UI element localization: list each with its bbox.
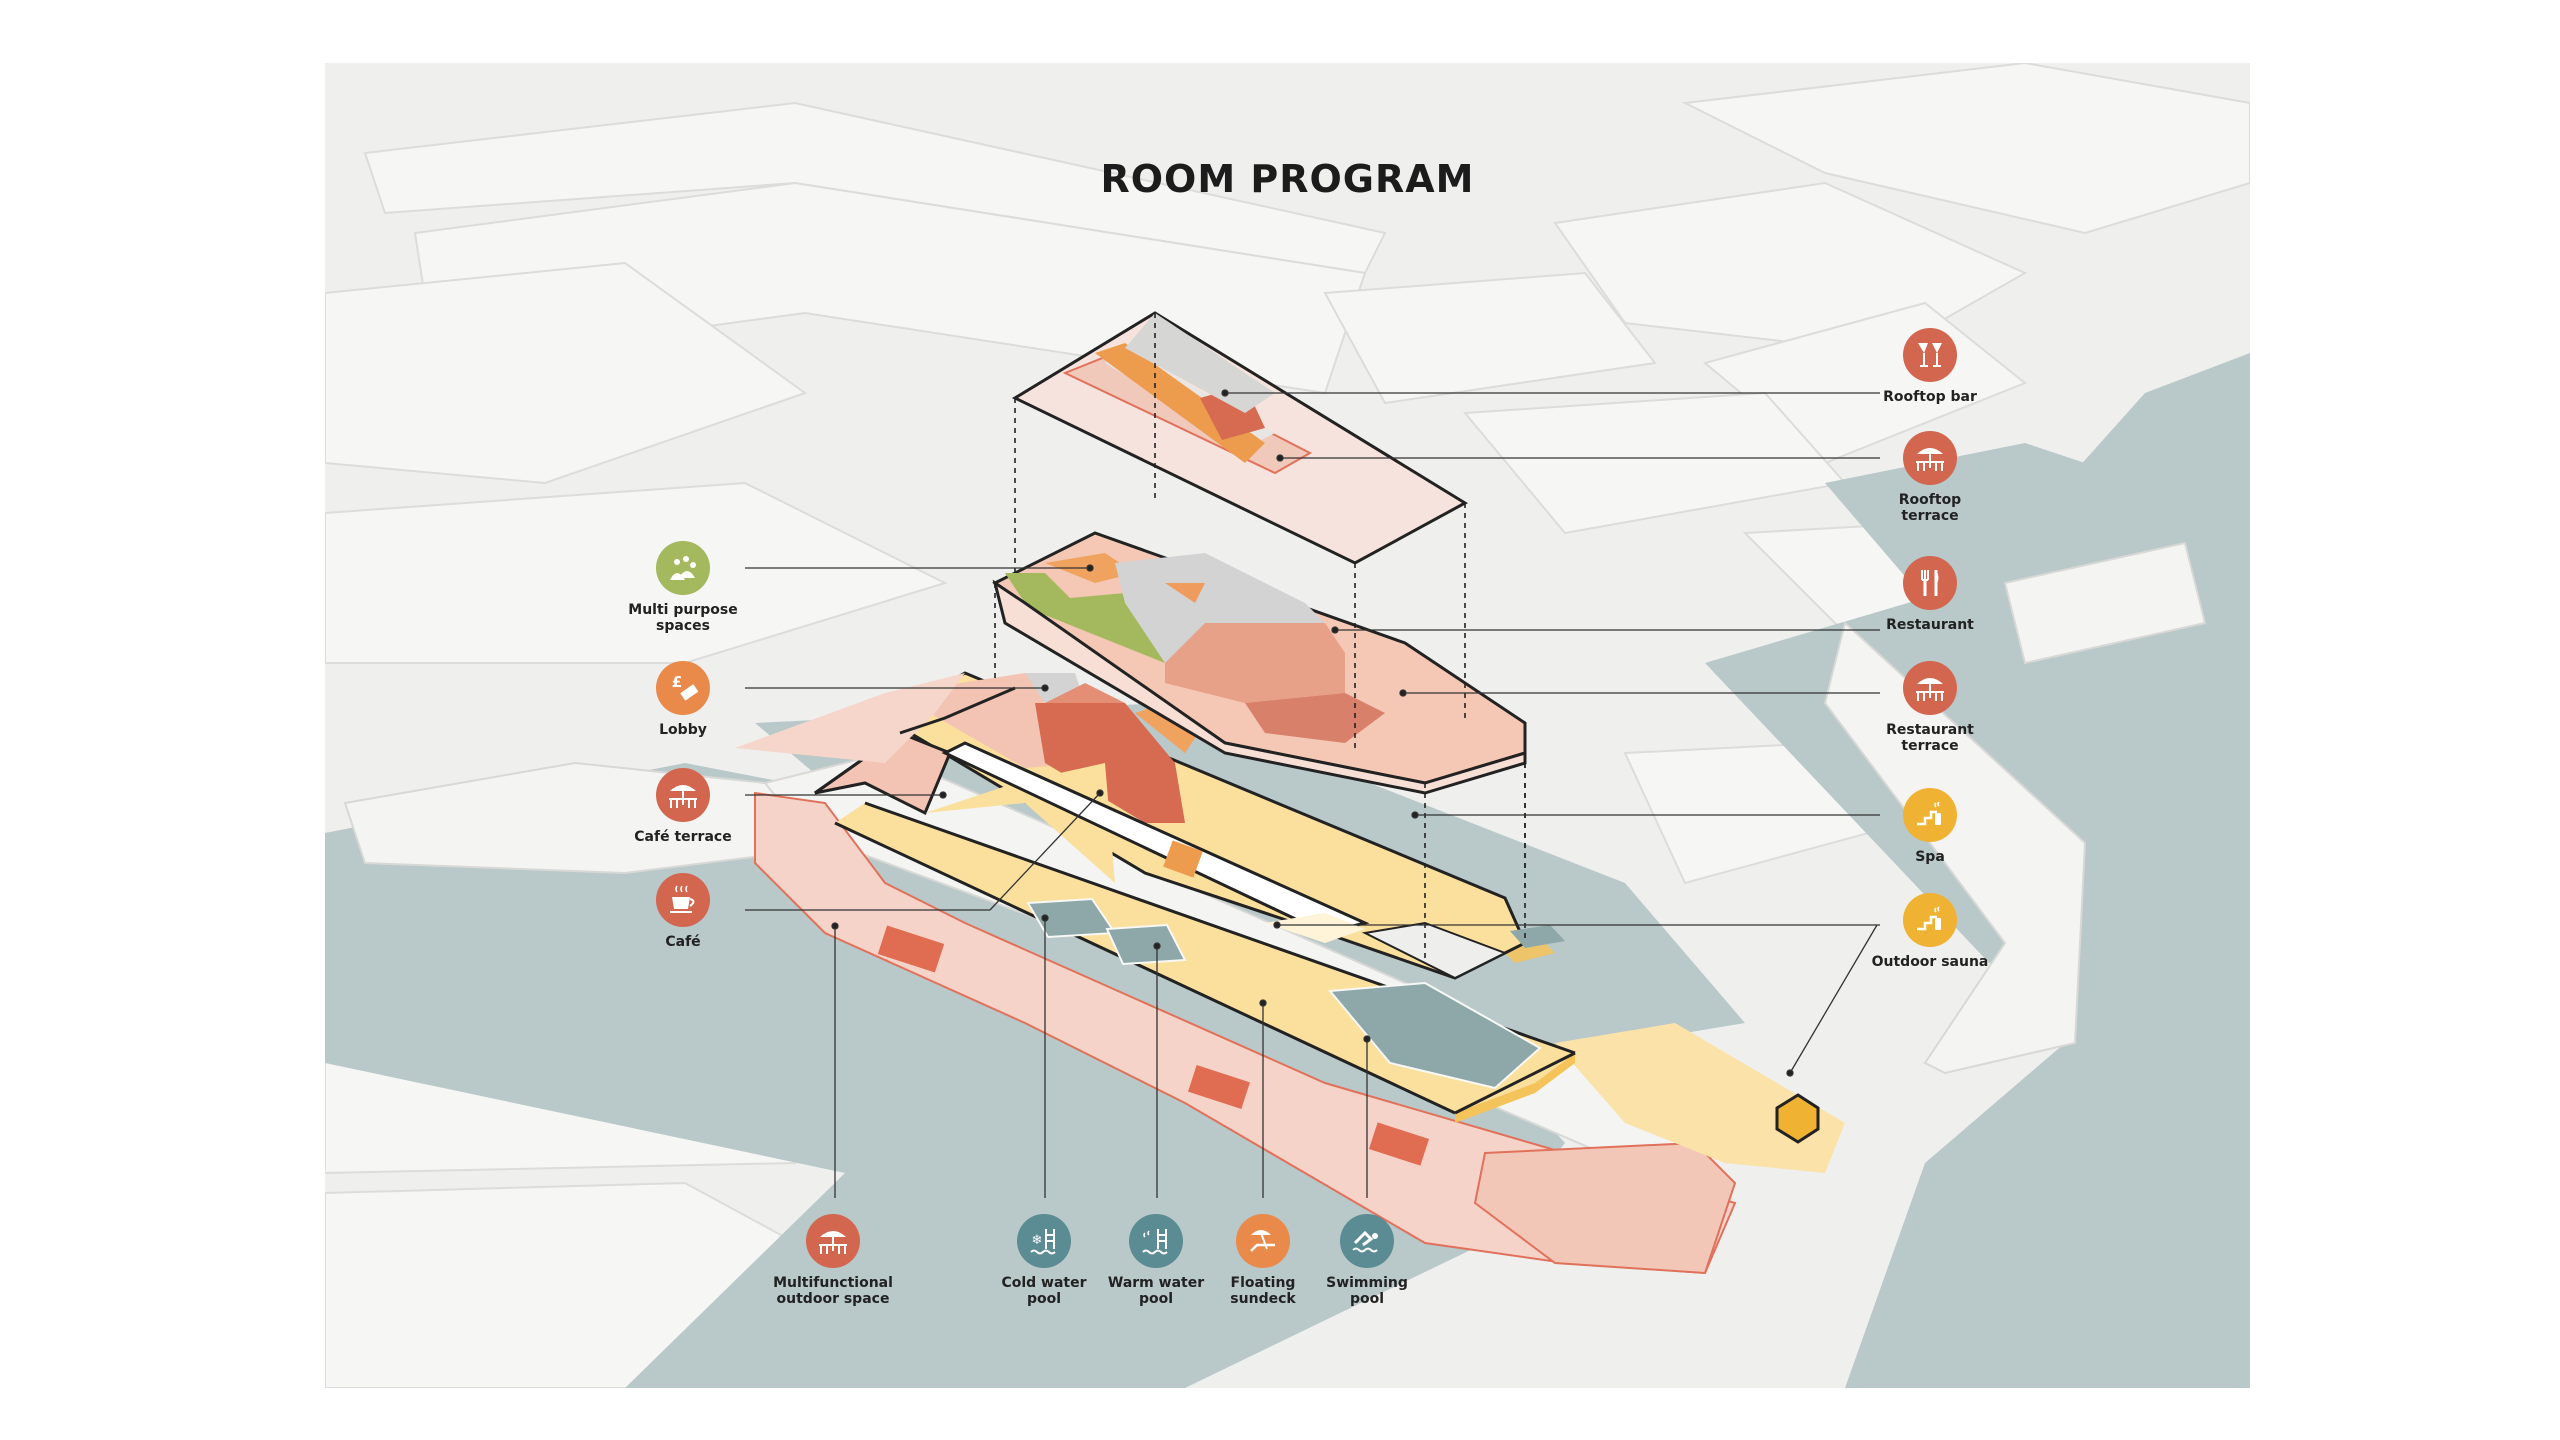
- label-cafe: Café: [563, 934, 803, 950]
- label-line: sundeck: [1230, 1291, 1296, 1307]
- page-title: ROOM PROGRAM: [1100, 157, 1475, 201]
- label-line: Rooftop: [1898, 492, 1962, 508]
- warm-pool-icon: [1129, 1214, 1183, 1268]
- label-line: Swimming: [1326, 1275, 1408, 1291]
- terrace-umbrella-icon: [1903, 661, 1957, 715]
- sauna-icon: [1903, 893, 1957, 947]
- label-line: Multi purpose: [628, 602, 738, 618]
- svg-text:❄: ❄: [1032, 1233, 1043, 1248]
- fork-knife-icon: [1903, 556, 1957, 610]
- people-group-icon: [656, 541, 710, 595]
- swimmer-icon: [1340, 1214, 1394, 1268]
- label-line: Café terrace: [634, 829, 732, 845]
- label-line: Café: [665, 934, 701, 950]
- label-restaurant: Restaurant: [1810, 617, 2050, 633]
- cold-pool-icon: ❄: [1017, 1214, 1071, 1268]
- spa-icon: [1903, 788, 1957, 842]
- sauna-pier: [1555, 1023, 1845, 1173]
- terrace-umbrella-icon: [806, 1214, 860, 1268]
- restaurant-level: [992, 531, 1527, 795]
- label-line: Restaurant: [1886, 722, 1974, 738]
- label-line: Cold water: [1001, 1275, 1087, 1291]
- coffee-cup-icon: [656, 873, 710, 927]
- label-line: spaces: [656, 618, 710, 634]
- axonometric-diagram: £❄: [325, 63, 2250, 1388]
- wine-glasses-icon: [1903, 328, 1957, 382]
- label-cafe-terrace: Café terrace: [563, 829, 803, 845]
- label-line: Multifunctional: [773, 1275, 893, 1291]
- label-line: Lobby: [659, 722, 707, 738]
- label-line: Restaurant: [1886, 617, 1974, 633]
- label-spa: Spa: [1810, 849, 2050, 865]
- svg-text:£: £: [672, 673, 682, 691]
- label-line: Rooftop bar: [1883, 389, 1977, 405]
- terrace-umbrella-icon: [1903, 431, 1957, 485]
- label-line: terrace: [1901, 738, 1959, 754]
- label-outdoor-sauna: Outdoor sauna: [1810, 954, 2050, 970]
- label-line: terrace: [1901, 508, 1959, 524]
- label-line: pool: [1349, 1291, 1385, 1307]
- label-line: Warm water: [1107, 1275, 1205, 1291]
- middle-level: [735, 671, 1565, 980]
- label-line: pool: [1138, 1291, 1174, 1307]
- label-line: pool: [1026, 1291, 1062, 1307]
- label-lobby: Lobby: [563, 722, 803, 738]
- label-line: outdoor space: [776, 1291, 890, 1307]
- label-line: Outdoor sauna: [1871, 954, 1989, 970]
- pound-ticket-icon: £: [656, 661, 710, 715]
- label-line: Spa: [1915, 849, 1945, 865]
- label-line: Floating: [1230, 1275, 1296, 1291]
- leader-lines: [745, 389, 1880, 1198]
- sunbed-icon: [1236, 1214, 1290, 1268]
- icon-layer: £❄: [656, 328, 1957, 1268]
- label-rooftop-bar: Rooftop bar: [1810, 389, 2050, 405]
- terrace-umbrella-icon: [656, 768, 710, 822]
- extrusion-lines: [994, 313, 1526, 963]
